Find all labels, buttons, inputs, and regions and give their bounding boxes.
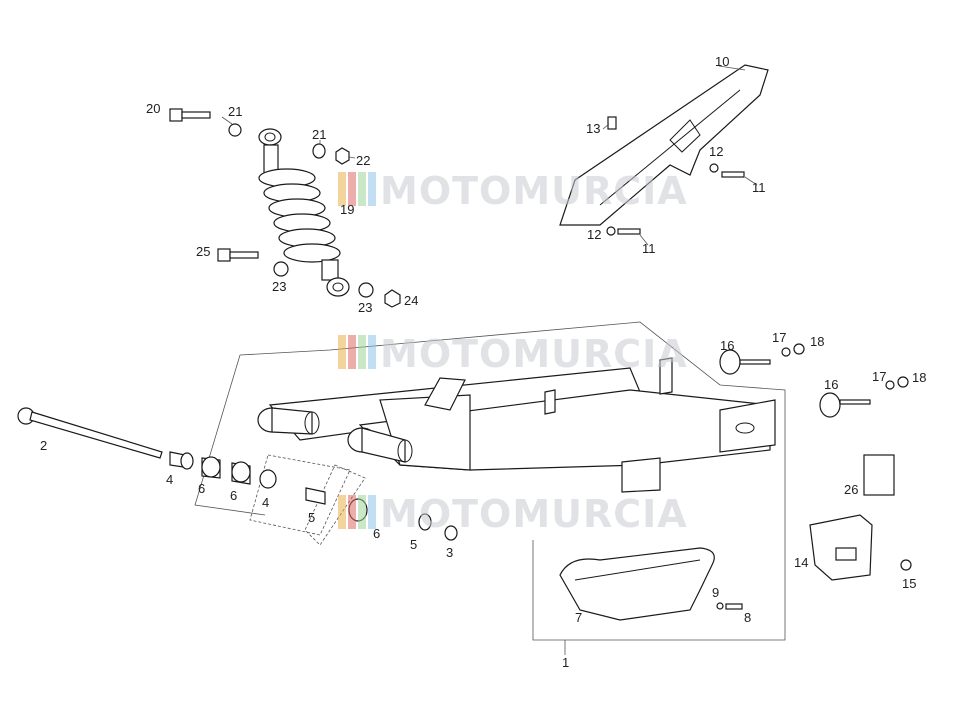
bolt-25-head bbox=[217, 248, 231, 262]
callout-17: 17 bbox=[872, 369, 886, 384]
callout-10: 10 bbox=[715, 54, 729, 69]
callout-21: 21 bbox=[228, 104, 242, 119]
callout-24: 24 bbox=[404, 293, 418, 308]
watermark-1: MOTOMURCIA bbox=[338, 169, 688, 213]
callout-4: 4 bbox=[166, 472, 173, 487]
callout-17: 17 bbox=[772, 330, 786, 345]
chain-slider bbox=[559, 547, 743, 621]
callout-11: 11 bbox=[752, 180, 766, 195]
bolt-20-head bbox=[169, 108, 183, 122]
callout-13: 13 bbox=[586, 121, 600, 136]
leader-lines bbox=[221, 65, 758, 246]
watermark-3: MOTOMURCIA bbox=[338, 492, 688, 536]
callout-5: 5 bbox=[308, 510, 315, 525]
nut-22 bbox=[335, 147, 350, 165]
callout-18: 18 bbox=[810, 334, 824, 349]
callout-5: 5 bbox=[410, 537, 417, 552]
pivot-bushings bbox=[169, 451, 458, 541]
watermark-text: MOTOMURCIA bbox=[380, 492, 688, 536]
callout-26: 26 bbox=[844, 482, 858, 497]
callout-23: 23 bbox=[358, 300, 372, 315]
chain-tensioner bbox=[719, 343, 912, 581]
callout-3: 3 bbox=[446, 545, 453, 560]
callout-7: 7 bbox=[575, 610, 582, 625]
callout-23: 23 bbox=[272, 279, 286, 294]
callout-16: 16 bbox=[824, 377, 838, 392]
washer-23-a bbox=[273, 261, 289, 277]
watermark-2: MOTOMURCIA bbox=[338, 332, 688, 376]
callout-6: 6 bbox=[373, 526, 380, 541]
callout-12: 12 bbox=[587, 227, 601, 242]
callout-20: 20 bbox=[146, 101, 160, 116]
shock-absorber bbox=[258, 128, 350, 297]
callout-18: 18 bbox=[912, 370, 926, 385]
clip-13 bbox=[607, 116, 617, 130]
watermark-text: MOTOMURCIA bbox=[380, 169, 688, 213]
washer-23-b bbox=[358, 282, 374, 298]
callout-11: 11 bbox=[642, 241, 656, 256]
callout-1: 1 bbox=[562, 655, 569, 670]
bushing-group-a bbox=[249, 454, 351, 536]
nut-24 bbox=[384, 289, 401, 308]
callout-25: 25 bbox=[196, 244, 210, 259]
watermark-text: MOTOMURCIA bbox=[380, 332, 688, 376]
callout-15: 15 bbox=[902, 576, 916, 591]
callout-22: 22 bbox=[356, 153, 370, 168]
callout-4: 4 bbox=[262, 495, 269, 510]
callout-9: 9 bbox=[712, 585, 719, 600]
callout-21: 21 bbox=[312, 127, 326, 142]
callout-8: 8 bbox=[744, 610, 751, 625]
washer-21-b bbox=[312, 143, 326, 159]
callout-16: 16 bbox=[720, 338, 734, 353]
callout-12: 12 bbox=[709, 144, 723, 159]
sticker-26 bbox=[863, 454, 895, 496]
shock-hardware bbox=[169, 108, 401, 308]
callout-19: 19 bbox=[340, 202, 354, 217]
chain-guard-upper bbox=[559, 64, 769, 236]
swingarm bbox=[257, 357, 776, 493]
callout-14: 14 bbox=[794, 555, 808, 570]
callout-2: 2 bbox=[40, 438, 47, 453]
callout-6: 6 bbox=[230, 488, 237, 503]
washer-21-a bbox=[228, 123, 242, 137]
callout-labels: 1 2 3 4 4 5 5 6 6 6 7 8 9 10 11 11 12 12… bbox=[40, 54, 926, 670]
callout-6: 6 bbox=[198, 481, 205, 496]
pivot-axle bbox=[17, 407, 163, 459]
swingarm-group-outline bbox=[194, 321, 786, 655]
